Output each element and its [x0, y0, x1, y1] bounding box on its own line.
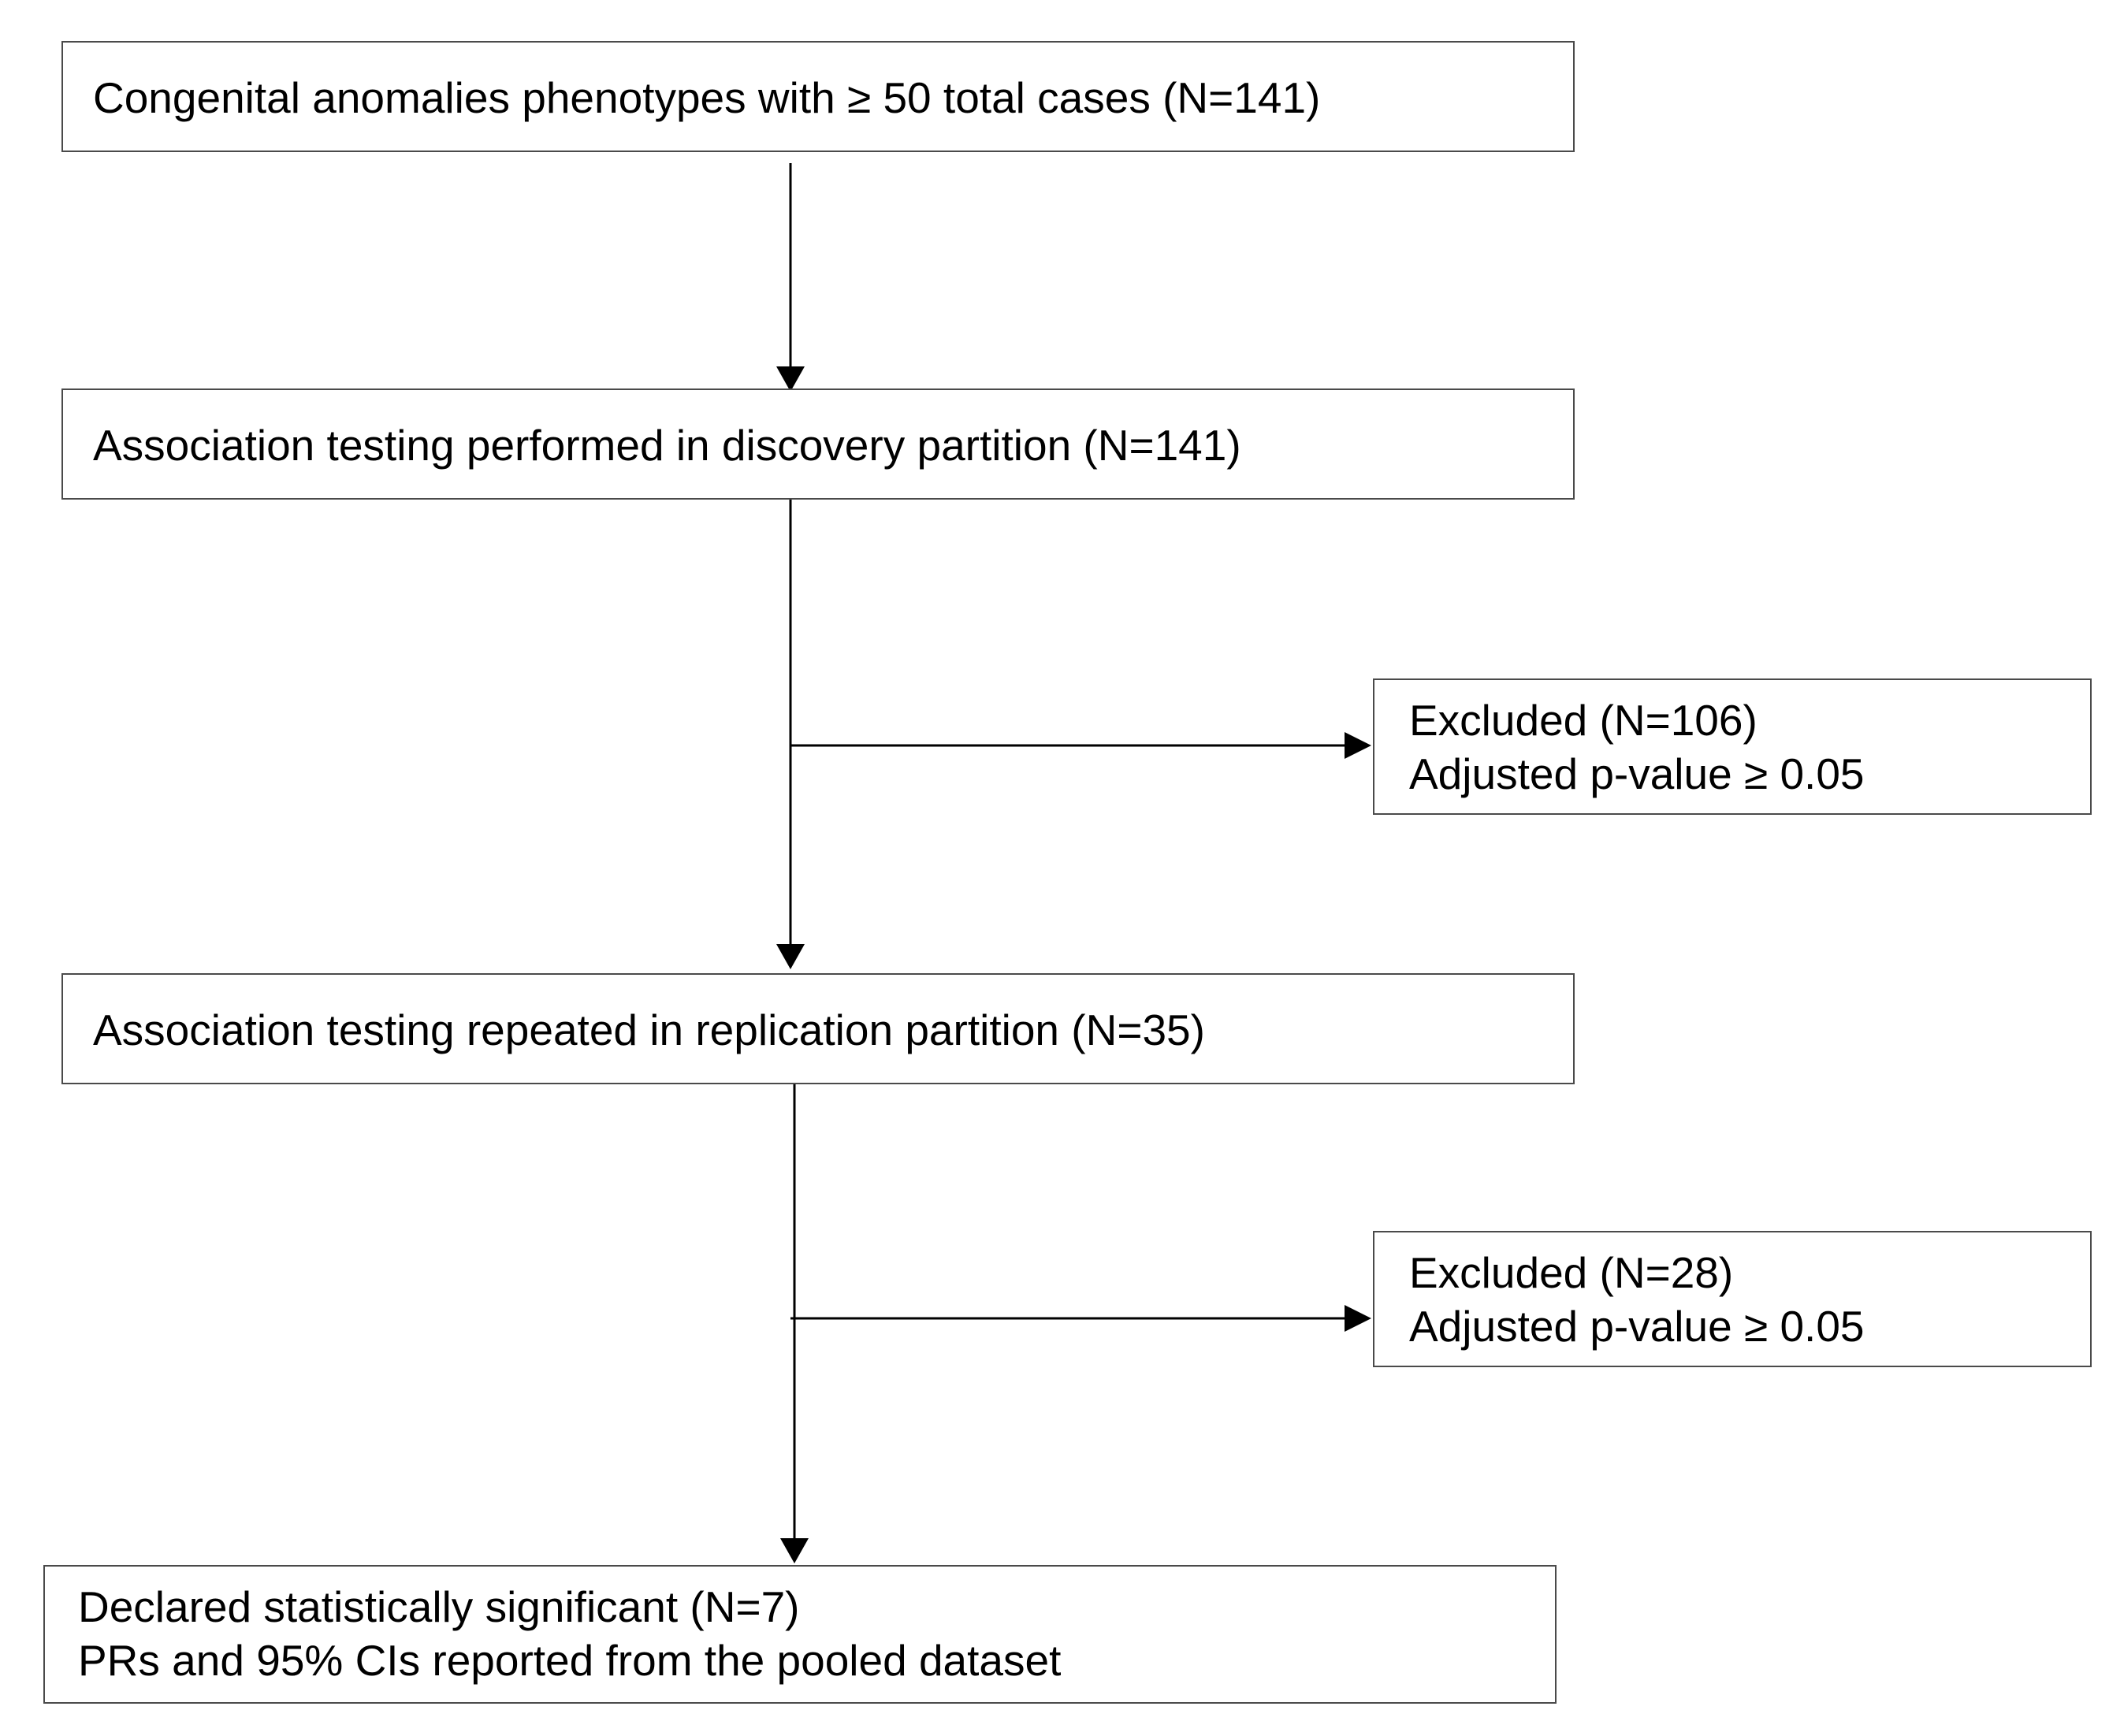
- exclusion2-count: Excluded (N=28): [1409, 1248, 1734, 1297]
- step2-text: Association testing performed in discove…: [93, 421, 1241, 470]
- exclusion1-box: Excluded (N=106) Adjusted p-value ≥ 0.05: [1373, 678, 2092, 815]
- exclusion2-reason: Adjusted p-value ≥ 0.05: [1409, 1302, 1865, 1351]
- step1-box: Congenital anomalies phenotypes with ≥ 5…: [61, 41, 1575, 152]
- exclusion1-count: Excluded (N=106): [1409, 696, 1758, 745]
- arrowhead-step4: [780, 1538, 809, 1563]
- step4-note: PRs and 95% CIs reported from the pooled…: [78, 1636, 1062, 1685]
- step4-result: Declared statistically significant (N=7): [78, 1582, 800, 1631]
- arrowhead-exclusion1: [1345, 732, 1371, 759]
- step3-text: Association testing repeated in replicat…: [93, 1006, 1205, 1054]
- exclusion2-box: Excluded (N=28) Adjusted p-value ≥ 0.05: [1373, 1231, 2092, 1367]
- arrowhead-step3: [776, 944, 805, 969]
- step4-box: Declared statistically significant (N=7)…: [43, 1565, 1557, 1704]
- arrowhead-step2: [776, 366, 805, 392]
- step3-box: Association testing repeated in replicat…: [61, 973, 1575, 1084]
- exclusion1-reason: Adjusted p-value ≥ 0.05: [1409, 749, 1865, 798]
- step1-text: Congenital anomalies phenotypes with ≥ 5…: [93, 73, 1321, 122]
- step2-box: Association testing performed in discove…: [61, 388, 1575, 500]
- arrowhead-exclusion2: [1345, 1305, 1371, 1332]
